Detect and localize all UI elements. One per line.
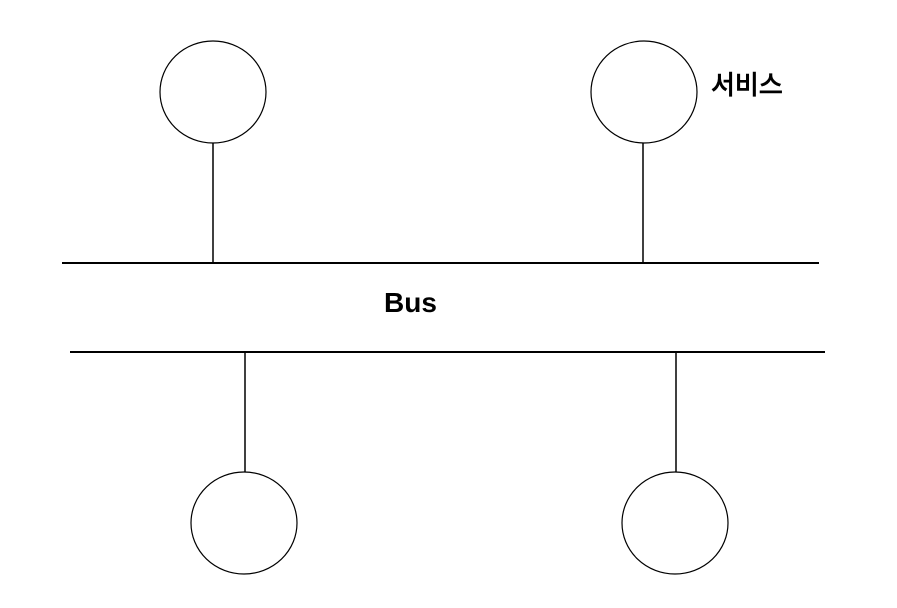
node-circle-bottom-left	[190, 471, 298, 575]
bus-label: Bus	[384, 287, 437, 318]
node-circle-bottom-right	[621, 471, 729, 575]
service-label: 서비스	[711, 70, 783, 100]
node-circle-top-left	[159, 40, 267, 144]
node-circle-top-right	[590, 40, 698, 144]
